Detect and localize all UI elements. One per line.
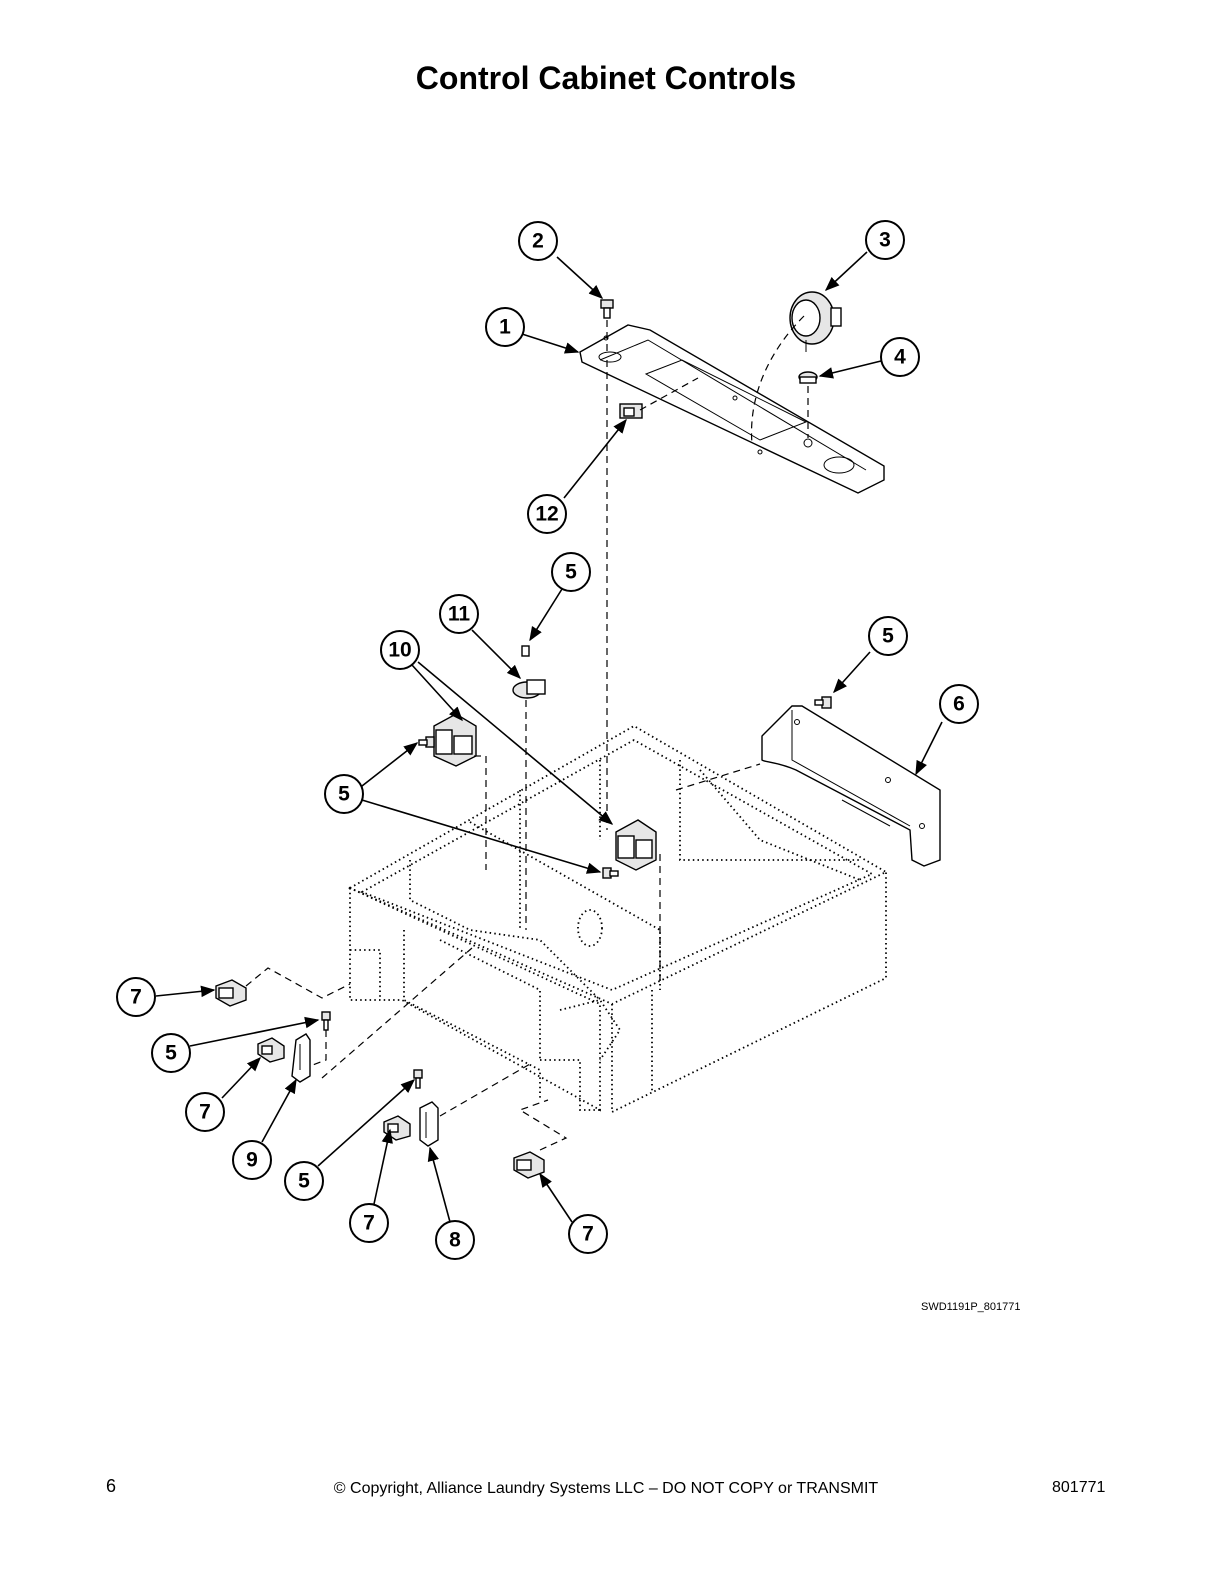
- callout-10: 10: [380, 630, 420, 670]
- bracket-part-8: [419, 1101, 439, 1147]
- callout-5-b: 5: [151, 1033, 191, 1073]
- svg-text:8: 8: [449, 1229, 461, 1252]
- callout-11: 11: [439, 594, 479, 634]
- callout-5-left: 5: [324, 774, 364, 814]
- page-number: 6: [106, 1476, 117, 1496]
- callout-7-a: 7: [116, 977, 156, 1017]
- callout-7-c: 7: [349, 1203, 389, 1243]
- svg-text:2: 2: [532, 230, 544, 253]
- callout-12: 12: [527, 494, 567, 534]
- control-panel-bracket: [579, 324, 885, 494]
- callout-2: 2: [518, 221, 558, 261]
- svg-text:3: 3: [879, 229, 891, 252]
- timer-knob-part-3: [789, 291, 842, 352]
- drawing-reference: SWD1191P_801771: [921, 1301, 1021, 1313]
- copyright-notice: © Copyright, Alliance Laundry Systems LL…: [333, 1480, 879, 1497]
- svg-text:5: 5: [165, 1042, 177, 1065]
- svg-text:11: 11: [448, 603, 471, 626]
- control-cabinet: [348, 724, 888, 1114]
- leader-lines: [155, 251, 943, 1223]
- svg-text:7: 7: [130, 986, 142, 1009]
- svg-text:7: 7: [199, 1101, 211, 1124]
- page-title: Control Cabinet Controls: [415, 60, 797, 96]
- switch-part-7-d: [513, 1151, 545, 1179]
- bracket-part-9: [291, 1033, 311, 1083]
- document-number: 801771: [1052, 1479, 1106, 1496]
- switch-part-7-a: [215, 979, 247, 1007]
- screw-part-5-left: [418, 736, 435, 748]
- callout-6: 6: [939, 684, 979, 724]
- screw-part-2: [600, 299, 614, 319]
- callout-5-c: 5: [284, 1161, 324, 1201]
- screw-part-5-b: [321, 1011, 331, 1031]
- svg-text:7: 7: [363, 1212, 375, 1235]
- callout-3: 3: [865, 220, 905, 260]
- callout-4: 4: [880, 337, 920, 377]
- svg-text:1: 1: [499, 316, 511, 339]
- relay-part-10-left: [433, 713, 477, 767]
- svg-text:6: 6: [953, 693, 965, 716]
- relay-part-10-right: [615, 819, 657, 871]
- svg-text:5: 5: [882, 625, 894, 648]
- svg-text:5: 5: [565, 561, 577, 584]
- callout-5-top: 5: [551, 552, 591, 592]
- svg-text:12: 12: [535, 503, 558, 526]
- screw-part-5-center: [602, 867, 619, 879]
- callout-7-d: 7: [568, 1214, 608, 1254]
- screw-part-5-right: [814, 696, 832, 709]
- svg-text:9: 9: [246, 1149, 258, 1172]
- callout-7-b: 7: [185, 1092, 225, 1132]
- svg-text:4: 4: [894, 346, 906, 369]
- svg-text:5: 5: [338, 783, 350, 806]
- svg-text:5: 5: [298, 1170, 310, 1193]
- screw-part-5-c: [413, 1069, 423, 1089]
- callout-9: 9: [232, 1140, 272, 1180]
- svg-text:10: 10: [388, 639, 411, 662]
- bushing-part-4: [798, 371, 818, 384]
- switch-mount-part-11: [512, 645, 546, 699]
- clip-part-12: [619, 403, 643, 419]
- end-panel-part-6: [761, 705, 941, 867]
- switch-part-7-b: [257, 1037, 285, 1063]
- callout-5-right: 5: [868, 616, 908, 656]
- callout-1: 1: [485, 307, 525, 347]
- svg-text:7: 7: [582, 1223, 594, 1246]
- callout-8: 8: [435, 1220, 475, 1260]
